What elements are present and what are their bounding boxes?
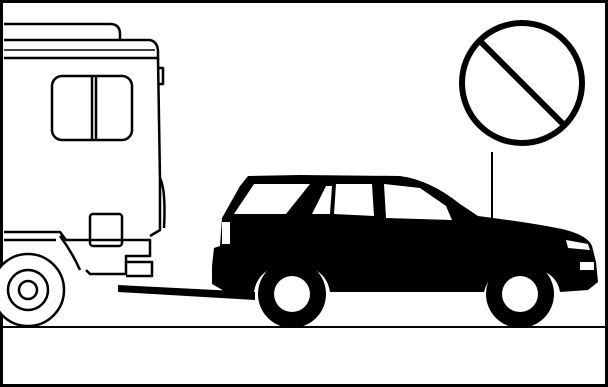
suv-taillight [222,222,230,244]
suv-side-window-2 [334,184,374,216]
suv-front-wheel [486,260,554,328]
prohibition-icon [462,23,582,143]
suv-rear-wheel [258,260,326,328]
